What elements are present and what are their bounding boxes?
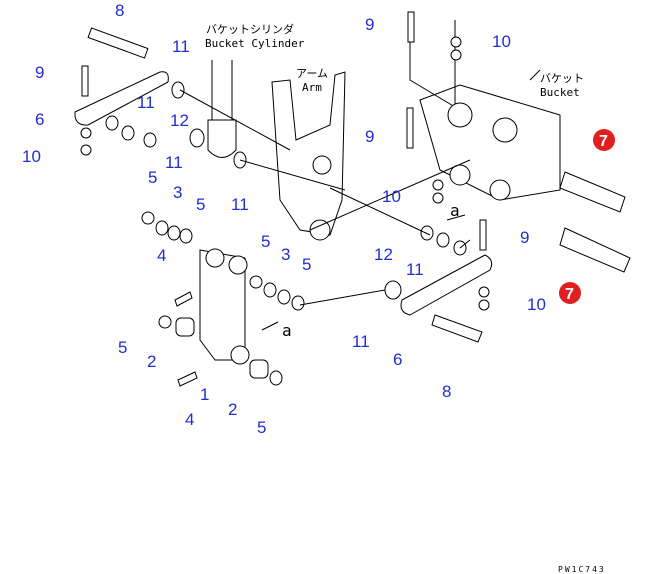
pin-8-upper <box>87 27 149 59</box>
callout: 9 <box>365 15 374 34</box>
view-a-label: a <box>282 321 292 340</box>
callout: 9 <box>520 228 529 247</box>
highlight-marker <box>593 129 615 151</box>
bucket-label: Bucket <box>540 86 580 99</box>
callout: 11 <box>406 260 424 279</box>
callout: 5 <box>148 168 157 187</box>
callout: 5 <box>261 232 270 251</box>
bolt-9-upper-left <box>81 65 89 97</box>
bucket-cylinder-label-jp: バケットシリンダ <box>206 22 294 36</box>
callout: 8 <box>115 1 124 20</box>
callout: 9 <box>365 127 374 146</box>
callout: 11 <box>137 93 155 112</box>
bucket-cylinder-label: Bucket Cylinder <box>205 37 305 50</box>
callout-highlighted: 7 <box>599 133 608 150</box>
callout: 12 <box>170 111 189 130</box>
callout: 3 <box>173 183 182 202</box>
callout: 5 <box>302 255 311 274</box>
callout: 5 <box>196 195 205 214</box>
pin-7-upper <box>559 171 626 213</box>
callout: 12 <box>374 245 393 264</box>
callouts: 8 9 6 10 11 11 12 11 5 3 5 11 4 5 2 1 4 … <box>22 1 615 437</box>
callout: 6 <box>393 350 402 369</box>
callout: 2 <box>147 352 156 371</box>
callout: 10 <box>527 295 546 314</box>
callout: 8 <box>442 382 451 401</box>
arm-label-jp: アーム <box>296 67 328 80</box>
bucket-label-jp: バケット <box>540 72 584 85</box>
callout: 10 <box>382 187 401 206</box>
callout: 6 <box>35 110 44 129</box>
callout: 11 <box>165 153 183 172</box>
callout: 11 <box>231 195 249 214</box>
view-a-label: a <box>450 201 460 220</box>
pin-8-lower <box>431 314 483 343</box>
arm <box>271 71 346 236</box>
callout-highlighted: 7 <box>565 286 574 303</box>
link-6-upper <box>74 71 169 126</box>
diagram-linework <box>74 11 631 387</box>
callout: 5 <box>118 338 127 357</box>
callout: 11 <box>352 332 370 351</box>
callout: 10 <box>22 147 41 166</box>
callout: 9 <box>35 63 44 82</box>
drawing-code: PW1C743 <box>558 565 606 574</box>
callout: 1 <box>200 385 209 404</box>
callout: 2 <box>228 400 237 419</box>
arm-label: Arm <box>302 81 322 94</box>
callout: 10 <box>492 32 511 51</box>
highlight-marker <box>559 282 581 304</box>
callout: 4 <box>185 410 194 429</box>
pin-7-lower <box>559 227 631 273</box>
callout: 5 <box>257 418 266 437</box>
link-6-lower <box>400 254 493 316</box>
callout: 3 <box>281 245 290 264</box>
callout: 11 <box>172 37 190 56</box>
callout: 4 <box>157 246 166 265</box>
